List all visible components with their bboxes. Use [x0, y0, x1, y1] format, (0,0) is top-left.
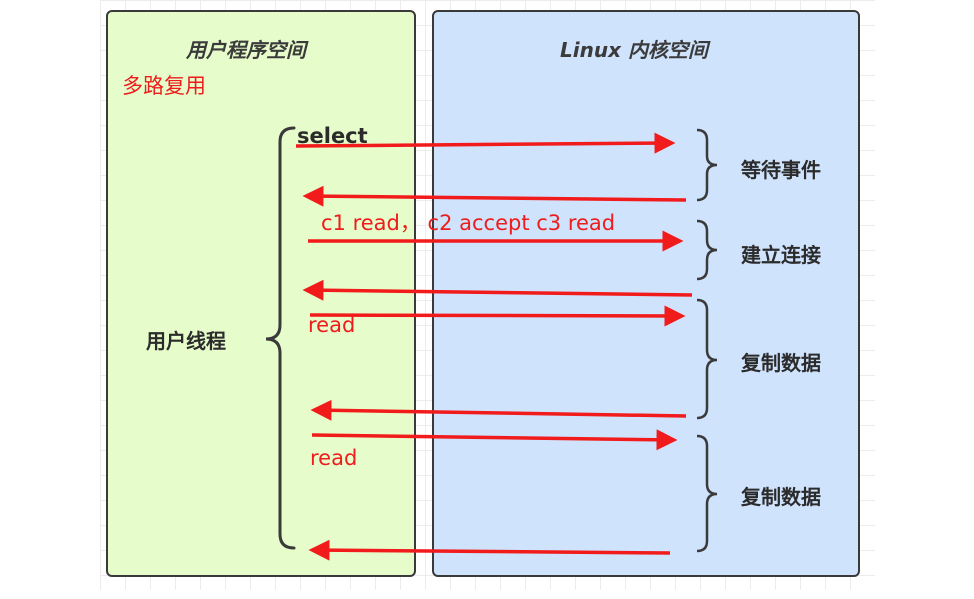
- multiplex-label: 多路复用: [122, 74, 206, 98]
- operations-label: c1 read， c2 accept c3 read: [321, 211, 616, 235]
- read-label-1: read: [308, 313, 356, 337]
- arrow-read-request-2: [311, 429, 678, 451]
- arrow-data-return-1: [310, 399, 687, 421]
- read-label-2: read: [310, 446, 358, 470]
- user-thread-label: 用户线程: [146, 329, 226, 353]
- arrow-event-ready: [302, 185, 687, 207]
- arrow-read-request-1: [309, 305, 686, 327]
- kernel-space-title: Linux 内核空间: [560, 38, 708, 62]
- kernel-stage-copy-data-2: 复制数据: [741, 485, 821, 509]
- kernel-brace-establish-connection: [696, 219, 718, 281]
- kernel-brace-wait-event: [696, 128, 718, 202]
- arrow-data-return-2: [308, 539, 671, 561]
- kernel-brace-copy-data-1: [696, 298, 718, 420]
- user-space-title: 用户程序空间: [186, 38, 306, 62]
- kernel-brace-copy-data-2: [696, 434, 718, 553]
- user-space-panel: [106, 10, 416, 577]
- kernel-stage-establish-connection: 建立连接: [741, 243, 821, 267]
- arrow-connection-ready: [302, 279, 693, 301]
- kernel-stage-wait-event: 等待事件: [741, 158, 821, 182]
- arrow-select-request: [295, 132, 676, 154]
- user-thread-brace: [265, 126, 296, 550]
- kernel-stage-copy-data-1: 复制数据: [741, 351, 821, 375]
